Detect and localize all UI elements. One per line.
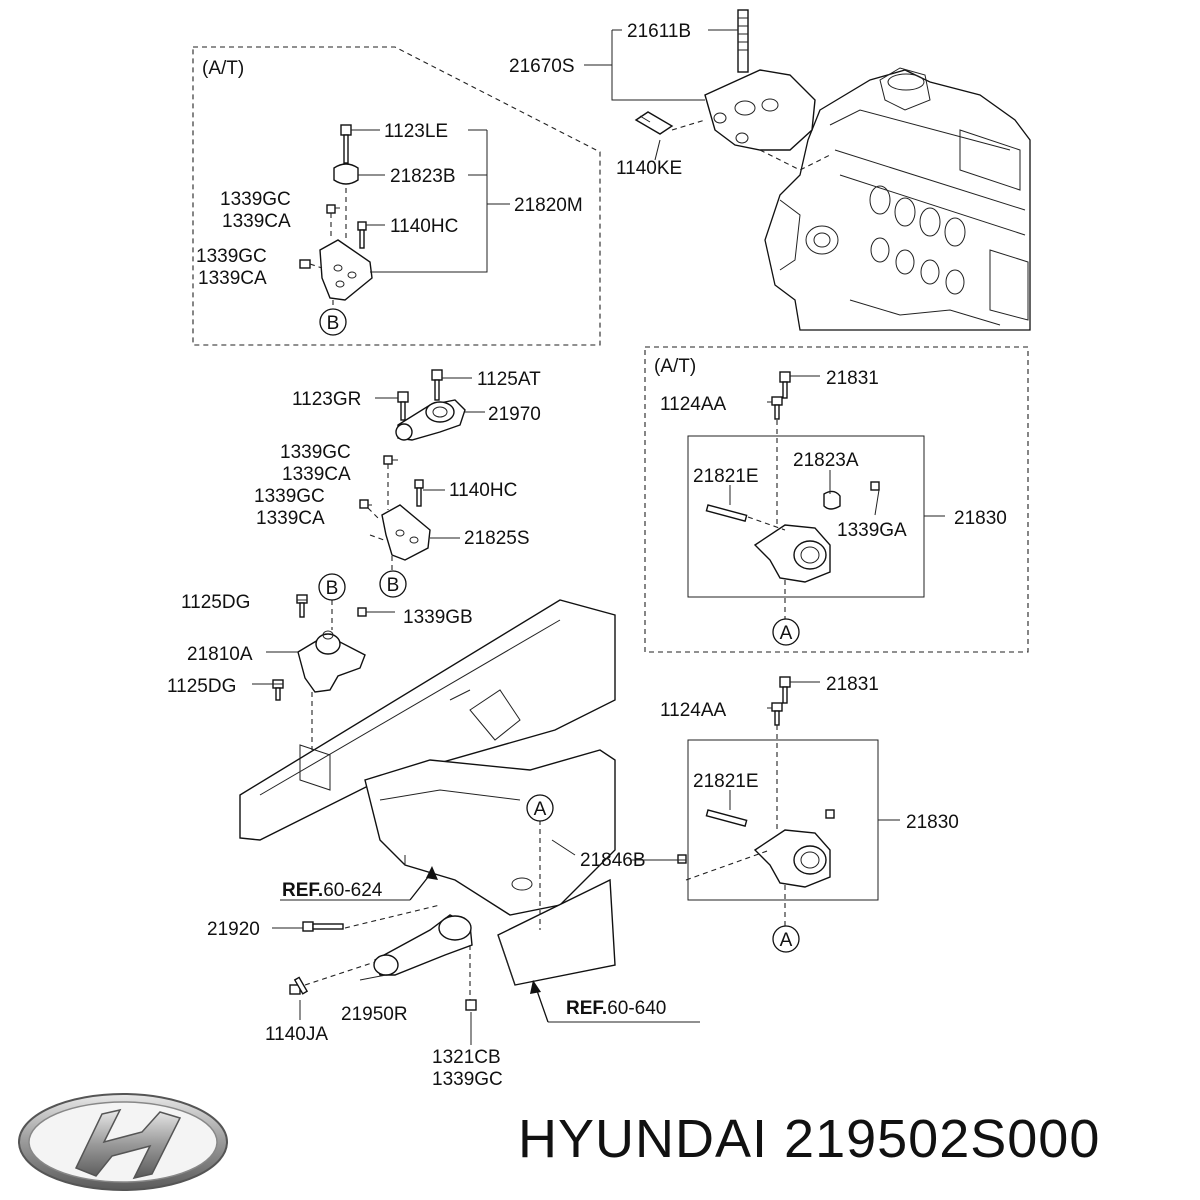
label-1339ca-c: 1339CA bbox=[282, 464, 351, 485]
callout-a-2: A bbox=[526, 794, 554, 822]
svg-text:A: A bbox=[780, 930, 793, 951]
label-21920: 21920 bbox=[207, 919, 260, 940]
roll-rod-21950r-drawing bbox=[289, 904, 477, 1011]
callout-a-1: A bbox=[772, 618, 800, 646]
engine-block-drawing bbox=[764, 67, 1031, 331]
at-box-top-left bbox=[192, 46, 601, 346]
label-1124aa-a: 1124AA bbox=[660, 394, 727, 415]
label-1339ca-a: 1339CA bbox=[222, 211, 291, 232]
label-21823b: 21823B bbox=[390, 166, 456, 187]
label-21970: 21970 bbox=[488, 404, 541, 425]
label-1125dg-a: 1125DG bbox=[181, 592, 250, 613]
ref-arrow-60-640 bbox=[530, 980, 541, 994]
svg-text:A: A bbox=[534, 799, 547, 820]
svg-text:B: B bbox=[387, 575, 400, 596]
label-1339gc-a: 1339GC bbox=[220, 189, 291, 210]
callout-b-1: B bbox=[319, 308, 347, 336]
svg-text:B: B bbox=[326, 578, 339, 599]
label-1339gc-e: 1339GC bbox=[432, 1069, 503, 1090]
at-box-right bbox=[644, 346, 1029, 653]
leader-lines bbox=[252, 29, 945, 1045]
part-number: 219502S000 bbox=[784, 1109, 1101, 1169]
brand-name: HYUNDAI bbox=[518, 1109, 769, 1169]
label-ref-60-640: REF.60-640 bbox=[566, 998, 666, 1019]
label-21670s: 21670S bbox=[509, 56, 575, 77]
label-ref-60-624: REF.60-624 bbox=[282, 880, 383, 901]
label-1339ca-d: 1339CA bbox=[256, 508, 325, 529]
label-1339ga: 1339GA bbox=[837, 520, 907, 541]
label-1140hc-a: 1140HC bbox=[390, 216, 458, 237]
label-21810a: 21810A bbox=[187, 644, 253, 665]
box-tag-top-left: (A/T) bbox=[202, 58, 244, 79]
trans-mount-upper-drawing bbox=[705, 371, 880, 620]
roll-rod-bracket-drawing bbox=[359, 369, 466, 570]
callout-b-3: B bbox=[318, 573, 346, 601]
label-1124aa-b: 1124AA bbox=[660, 700, 727, 721]
callout-b-2: B bbox=[379, 570, 407, 598]
label-21821e-b: 21821E bbox=[693, 771, 759, 792]
label-1339ca-b: 1339CA bbox=[198, 268, 267, 289]
label-1123gr: 1123GR bbox=[292, 389, 361, 410]
label-1321cb: 1321CB bbox=[432, 1047, 501, 1068]
label-1339gb: 1339GB bbox=[403, 607, 473, 628]
label-21830-a: 21830 bbox=[954, 508, 1007, 529]
label-1339gc-d: 1339GC bbox=[254, 486, 325, 507]
hyundai-logo bbox=[18, 1093, 228, 1191]
brand-caption: HYUNDAI 219502S000 bbox=[518, 1108, 1100, 1170]
part-labels: (A/T) (A/T) 21611B 21670S 1140KE 1123LE … bbox=[167, 21, 1007, 1090]
label-1140ja: 1140JA bbox=[265, 1024, 328, 1045]
engine-mount-21810a-drawing bbox=[272, 594, 367, 750]
upper-bracket-drawing bbox=[634, 9, 831, 171]
subframe-drawing bbox=[239, 599, 616, 986]
label-21821e-a: 21821E bbox=[693, 466, 759, 487]
label-1125dg-b: 1125DG bbox=[167, 676, 236, 697]
ref-arrow-60-624 bbox=[426, 866, 438, 880]
svg-text:A: A bbox=[780, 623, 793, 644]
label-21950r: 21950R bbox=[341, 1004, 408, 1025]
label-1123le: 1123LE bbox=[384, 121, 448, 142]
label-21825s: 21825S bbox=[464, 528, 530, 549]
at-mount-bracket-drawing bbox=[299, 124, 373, 310]
label-21831-a: 21831 bbox=[826, 368, 879, 389]
label-21830-b: 21830 bbox=[906, 812, 959, 833]
box-tag-right: (A/T) bbox=[654, 356, 696, 377]
label-1140ke: 1140KE bbox=[616, 158, 682, 179]
label-1339gc-c: 1339GC bbox=[280, 442, 351, 463]
label-21823a: 21823A bbox=[793, 450, 859, 471]
label-21611b: 21611B bbox=[627, 21, 691, 42]
callout-a-3: A bbox=[772, 925, 800, 953]
label-21831-b: 21831 bbox=[826, 674, 879, 695]
label-21820m: 21820M bbox=[514, 195, 583, 216]
label-1339gc-b: 1339GC bbox=[196, 246, 267, 267]
label-1140hc-b: 1140HC bbox=[449, 480, 517, 501]
trans-mount-lower-drawing bbox=[677, 676, 835, 928]
label-21846b: 21846B bbox=[580, 850, 646, 871]
label-1125at: 1125AT bbox=[477, 369, 541, 390]
svg-text:B: B bbox=[327, 313, 340, 334]
